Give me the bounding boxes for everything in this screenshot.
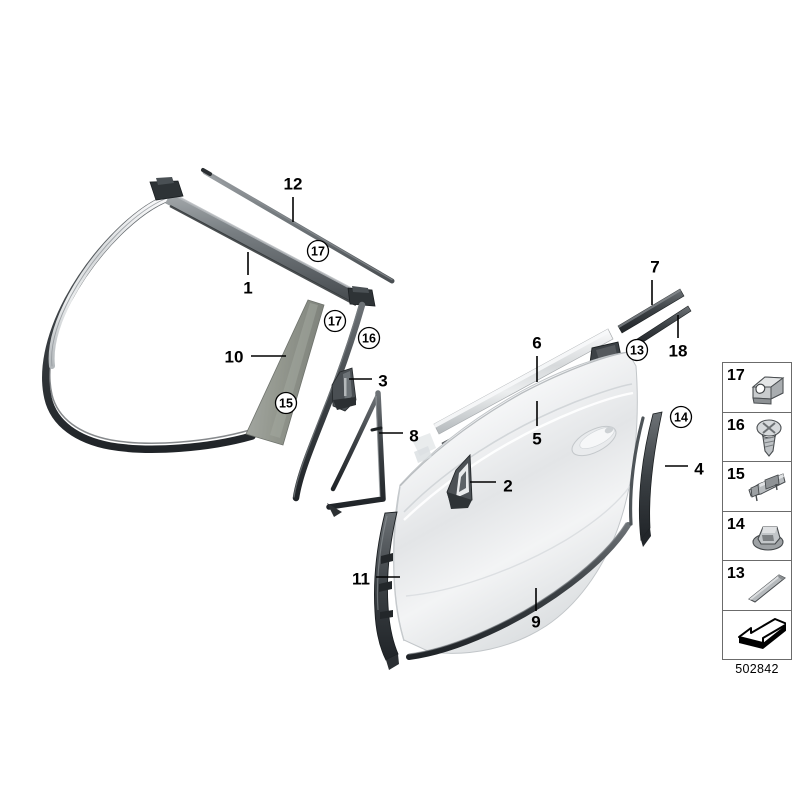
- legend-panel: 17 16 15 14: [722, 362, 792, 660]
- callout-10: 10: [225, 347, 286, 366]
- legend-row-17: 17: [723, 363, 791, 413]
- callout-circle: [323, 309, 347, 333]
- screw-icon: [756, 419, 782, 457]
- callout-label: 9: [531, 612, 540, 631]
- callout-label: 14: [674, 411, 688, 425]
- callout-label: 5: [532, 429, 541, 448]
- grommet-icon: [752, 526, 784, 551]
- legend-row-14: 14: [723, 512, 791, 562]
- part-14-inner-curved-strip: [628, 416, 645, 526]
- legend-row-15: 15: [723, 462, 791, 512]
- legend-number-17: 17: [727, 367, 745, 384]
- legend-number-15: 15: [727, 466, 745, 484]
- callout-label: 11: [352, 569, 370, 588]
- callout-11: 11: [352, 569, 400, 588]
- callout-label: 3: [378, 371, 387, 390]
- part-12-upper-trim-strip: [201, 168, 395, 284]
- callout-label: 17: [311, 245, 325, 259]
- callout-label: 18: [669, 341, 688, 360]
- door-inner-structure: [412, 433, 436, 463]
- part-1-window-frame-seal: [42, 191, 256, 453]
- legend-number-13: 13: [727, 565, 745, 583]
- callout-2: 2: [470, 476, 513, 495]
- part-6-belt-strip-outer: [433, 328, 614, 435]
- callout-circle: [357, 326, 381, 350]
- legend-number-14: 14: [727, 515, 745, 533]
- callout-14: 14: [669, 405, 693, 429]
- door-handle-recess: [571, 425, 617, 457]
- part-11-front-pillar-seal: [374, 511, 399, 670]
- part-2-mirror-mount-bracket: [446, 453, 473, 509]
- legend-row-13: 13: [723, 561, 791, 611]
- bracket-clip-icon: [748, 473, 786, 502]
- callout-circle: [306, 239, 330, 263]
- callout-circle: [274, 391, 298, 415]
- callout-12: 12: [284, 174, 303, 222]
- callout-label: 7: [650, 257, 659, 276]
- callout-15: 15: [274, 391, 298, 415]
- callout-label: 8: [409, 426, 418, 445]
- callout-label: 15: [279, 397, 293, 411]
- callout-label: 2: [503, 476, 512, 495]
- callout-9: 9: [531, 588, 541, 631]
- callout-label: 17: [328, 315, 342, 329]
- callout-17b: 17: [323, 309, 347, 333]
- diagram-reference-number: 502842: [735, 662, 779, 676]
- part-8-window-guide-frame: [326, 390, 386, 517]
- callout-5: 5: [532, 401, 542, 448]
- callout-18: 18: [669, 315, 688, 360]
- callout-16: 16: [357, 326, 381, 350]
- callout-4: 4: [665, 459, 704, 478]
- legend-row-arrow: [723, 611, 791, 661]
- arrow-3d-icon: [738, 617, 786, 649]
- clip-nut-icon: [751, 376, 785, 405]
- callout-label: 12: [284, 174, 303, 193]
- part-4-rear-curved-seal: [638, 411, 663, 547]
- callout-label: 1: [243, 278, 252, 297]
- part-3-guide-bracket: [331, 367, 357, 412]
- callout-label: 4: [694, 459, 704, 478]
- callout-8: 8: [379, 426, 419, 445]
- callout-circle: [669, 405, 693, 429]
- door-outer-panel: [393, 351, 638, 654]
- legend-number-16: 16: [727, 416, 745, 434]
- callout-7: 7: [650, 257, 660, 305]
- part-1-upper-rail: [149, 177, 376, 307]
- callout-label: 10: [225, 347, 244, 366]
- legend-row-16: 16: [723, 413, 791, 463]
- callout-17: 17: [306, 239, 330, 263]
- part-9-lower-door-seal: [406, 522, 631, 660]
- callout-6: 6: [532, 333, 542, 382]
- callout-circle: [625, 338, 649, 362]
- callout-13: 13: [625, 338, 649, 362]
- part-16-pillar-seal-run: [292, 301, 366, 502]
- callout-1: 1: [243, 252, 253, 297]
- callout-label: 6: [532, 333, 541, 352]
- callout-label: 13: [630, 344, 644, 358]
- callout-3: 3: [349, 371, 388, 390]
- part-10-b-pillar-trim: [245, 299, 325, 446]
- callout-label: 16: [362, 332, 376, 346]
- part-7-seal-strip: [617, 288, 685, 334]
- rod-icon: [748, 574, 786, 603]
